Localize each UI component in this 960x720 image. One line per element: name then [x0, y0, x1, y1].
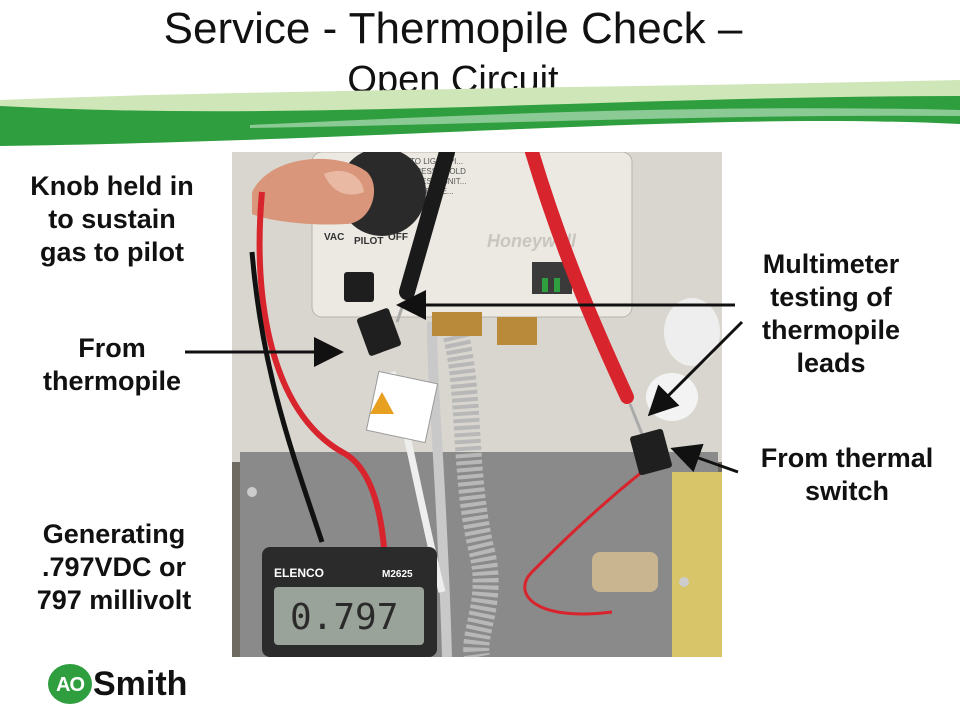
label-generating-line: 797 millivolt	[36, 585, 192, 615]
insulation-strip	[672, 472, 722, 657]
ao-smith-logo	[48, 664, 92, 704]
white-fitting	[664, 298, 720, 366]
header-swoosh	[0, 80, 960, 146]
warning-tag	[365, 370, 439, 444]
black-probe	[399, 152, 455, 300]
label-generating: Generating .797VDC or 797 millivolt	[4, 518, 224, 617]
brass-fitting	[432, 312, 482, 336]
pilot-sight-plate	[592, 552, 658, 592]
dial-label: OFF	[388, 232, 408, 243]
meter-lcd	[274, 587, 424, 645]
black-lead-wire	[249, 251, 325, 543]
warning-triangle-icon	[370, 392, 394, 414]
label-thermopile-line: From	[78, 333, 146, 363]
swoosh-light-band	[0, 80, 960, 119]
label-thermopile: From thermopile	[12, 332, 212, 398]
burner-screw	[247, 487, 257, 497]
brass-fitting	[497, 317, 537, 345]
label-generating-line: .797VDC or	[41, 552, 187, 582]
label-thermal-switch-line: switch	[804, 476, 890, 506]
label-thermal-switch: From thermal switch	[734, 442, 960, 508]
meter-model: M2625	[382, 569, 413, 580]
dial-label: PILOT	[354, 236, 383, 247]
label-multimeter: Multimeter testing of thermopile leads	[728, 248, 934, 380]
logo-badge-text: AO	[56, 674, 85, 696]
meter-brand: ELENCO	[274, 566, 324, 580]
red-switch-wire	[523, 470, 643, 616]
thermopile-photo: TO LIGHT PI... PRESS | HOLD PRESS IGNIT.…	[232, 152, 722, 657]
meter-reading: 0.797	[290, 597, 398, 638]
label-multimeter-line: leads	[796, 348, 866, 378]
thermopile-connector	[357, 308, 401, 356]
terminal-pin	[554, 278, 560, 292]
label-thermopile-line: thermopile	[42, 366, 182, 396]
label-multimeter-line: Multimeter	[762, 249, 900, 279]
logo-wordmark: Smith	[93, 665, 188, 703]
dial-label: VAC	[324, 232, 344, 243]
label-knob-line: gas to pilot	[40, 237, 184, 267]
terminal-pin	[542, 278, 548, 292]
thermal-switch-connector	[630, 428, 672, 476]
label-generating-line: Generating	[42, 519, 186, 549]
logo-badge-icon	[48, 664, 92, 704]
label-multimeter-line: testing of	[770, 282, 892, 312]
label-thermal-switch-line: From thermal	[760, 443, 934, 473]
swoosh-green-band	[0, 96, 960, 146]
swoosh-highlight	[250, 108, 960, 128]
finger-nail-icon	[324, 170, 364, 195]
red-probe-tip	[628, 403, 644, 435]
burner-screw	[679, 577, 689, 587]
slide-title-line-1: Service - Thermopile Check –	[163, 4, 743, 53]
white-fitting	[646, 373, 698, 421]
pilot-tube	[427, 321, 452, 657]
ignitor-button	[344, 272, 374, 302]
label-knob-line: Knob held in	[30, 171, 194, 201]
label-knob: Knob held in to sustain gas to pilot	[6, 170, 218, 269]
red-probe	[525, 152, 634, 404]
label-multimeter-line: thermopile	[761, 315, 901, 345]
label-knob-line: to sustain	[48, 204, 176, 234]
